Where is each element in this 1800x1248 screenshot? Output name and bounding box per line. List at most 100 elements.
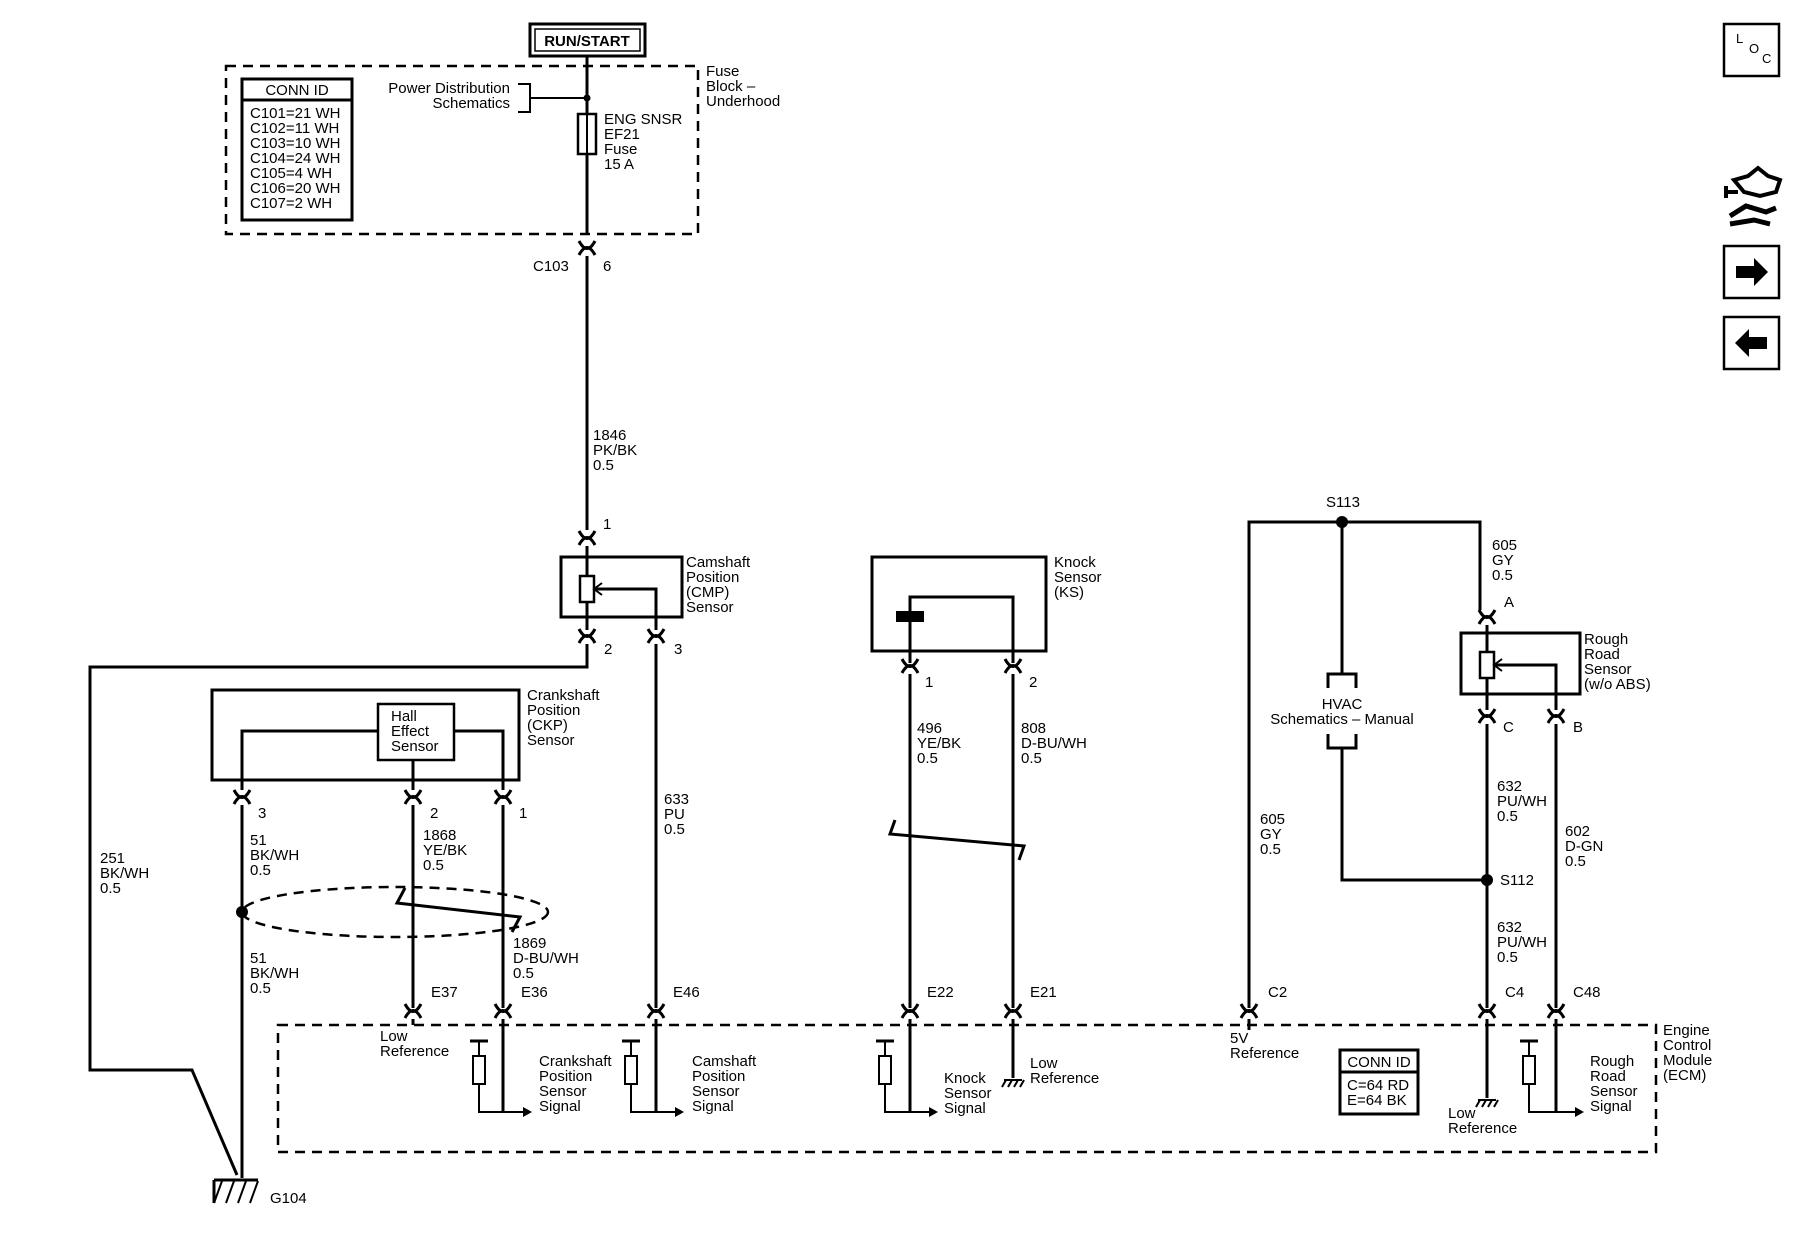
svg-text:Sensor: Sensor: [944, 1085, 992, 1102]
svg-text:E22: E22: [927, 984, 954, 1001]
svg-text:(CMP): (CMP): [686, 584, 729, 601]
svg-text:(w/o ABS): (w/o ABS): [1584, 676, 1651, 693]
svg-text:0.5: 0.5: [664, 821, 685, 838]
svg-text:Camshaft: Camshaft: [686, 554, 751, 571]
conn-id-table-ecm: CONN ID C=64 RD E=64 BK: [1338, 1048, 1420, 1116]
ground-symbol-e21: [1001, 1079, 1025, 1088]
svg-text:605: 605: [1492, 537, 1517, 554]
svg-text:C: C: [1762, 51, 1771, 66]
svg-text:C104=24 WH: C104=24 WH: [250, 150, 340, 167]
wire-label-605b: 605 GY 0.5: [1492, 537, 1517, 584]
svg-text:633: 633: [664, 791, 689, 808]
svg-text:Fuse: Fuse: [604, 141, 637, 158]
svg-text:Sensor: Sensor: [686, 599, 734, 616]
arrow-right-icon[interactable]: [1722, 244, 1781, 300]
wire-label-51a: 51 BK/WH 0.5: [250, 832, 299, 879]
svg-text:Crankshaft: Crankshaft: [539, 1053, 612, 1070]
connector-c103: C103 6: [533, 239, 611, 275]
svg-text:Low: Low: [1030, 1055, 1058, 1072]
wire-label-1846: 1846 PK/BK 0.5: [593, 427, 637, 474]
svg-text:0.5: 0.5: [513, 965, 534, 982]
svg-text:5V: 5V: [1230, 1030, 1248, 1047]
splice-s113: S113: [1326, 494, 1360, 511]
svg-text:Knock: Knock: [1054, 554, 1096, 571]
svg-text:Position: Position: [527, 702, 580, 719]
wire-label-633: 633 PU 0.5: [664, 791, 689, 838]
svg-text:Schematics – Manual: Schematics – Manual: [1270, 711, 1413, 728]
svg-text:B: B: [1573, 719, 1583, 736]
svg-text:0.5: 0.5: [917, 750, 938, 767]
svg-text:Underhood: Underhood: [706, 93, 780, 110]
svg-text:C107=2 WH: C107=2 WH: [250, 195, 332, 212]
svg-text:GY: GY: [1260, 826, 1282, 843]
svg-text:808: 808: [1021, 720, 1046, 737]
svg-text:Signal: Signal: [539, 1098, 581, 1115]
svg-text:Road: Road: [1584, 646, 1620, 663]
svg-text:Rough: Rough: [1590, 1053, 1634, 1070]
svg-text:1846: 1846: [593, 427, 626, 444]
svg-text:PU: PU: [664, 806, 685, 823]
svg-text:1868: 1868: [423, 827, 456, 844]
hvac-schematics-ref: HVAC Schematics – Manual: [1270, 672, 1420, 750]
twisted-pair-shield: [240, 885, 550, 939]
svg-text:0.5: 0.5: [1497, 949, 1518, 966]
conn-id-table-top: CONN ID C101=21 WH C102=11 WH C103=10 WH…: [240, 77, 354, 222]
svg-text:D-GN: D-GN: [1565, 838, 1603, 855]
svg-text:Low: Low: [1448, 1105, 1476, 1122]
svg-text:Knock: Knock: [944, 1070, 986, 1087]
wire-605: [1247, 520, 1482, 1008]
svg-text:0.5: 0.5: [1497, 808, 1518, 825]
wire-label-51b: 51 BK/WH 0.5: [250, 950, 299, 997]
svg-text:Sensor: Sensor: [1054, 569, 1102, 586]
svg-text:Sensor: Sensor: [692, 1083, 740, 1100]
svg-text:Rough: Rough: [1584, 631, 1628, 648]
location-button[interactable]: L O C: [1722, 22, 1781, 78]
vehicle-path-icon[interactable]: [1724, 165, 1783, 227]
svg-text:Low: Low: [380, 1028, 408, 1045]
svg-text:3: 3: [674, 641, 682, 658]
svg-text:0.5: 0.5: [100, 880, 121, 897]
svg-text:632: 632: [1497, 778, 1522, 795]
svg-text:BK/WH: BK/WH: [250, 847, 299, 864]
svg-text:51: 51: [250, 832, 267, 849]
svg-text:2: 2: [604, 641, 612, 658]
svg-text:251: 251: [100, 850, 125, 867]
wire-label-605a: 605 GY 0.5: [1260, 811, 1285, 858]
svg-text:2: 2: [430, 805, 438, 822]
splice-s112: S112: [1500, 872, 1534, 889]
svg-text:0.5: 0.5: [1021, 750, 1042, 767]
svg-text:E37: E37: [431, 984, 458, 1001]
svg-text:602: 602: [1565, 823, 1590, 840]
svg-text:L: L: [1736, 31, 1743, 46]
svg-text:BK/WH: BK/WH: [250, 965, 299, 982]
svg-text:E36: E36: [521, 984, 548, 1001]
power-distribution-ref: Power Distribution Schematics: [388, 80, 591, 113]
svg-text:Schematics: Schematics: [432, 95, 510, 112]
rough-road-sensor: A Rough Road Sensor (w/o ABS) C B: [1459, 594, 1651, 736]
svg-text:0.5: 0.5: [1260, 841, 1281, 858]
svg-text:G104: G104: [270, 1190, 307, 1207]
svg-text:Effect: Effect: [391, 723, 430, 740]
svg-text:Position: Position: [539, 1068, 592, 1085]
twist-mark-knock: [887, 819, 1027, 861]
ks-signal-circuit: [876, 1039, 938, 1117]
svg-text:E=64 BK: E=64 BK: [1347, 1092, 1407, 1109]
svg-text:(KS): (KS): [1054, 584, 1084, 601]
wire-label-496: 496 YE/BK 0.5: [917, 720, 961, 767]
svg-text:C103=10 WH: C103=10 WH: [250, 135, 340, 152]
svg-text:C106=20 WH: C106=20 WH: [250, 180, 340, 197]
svg-text:Crankshaft: Crankshaft: [527, 687, 600, 704]
svg-text:496: 496: [917, 720, 942, 737]
svg-text:Reference: Reference: [1030, 1070, 1099, 1087]
arrow-left-icon[interactable]: [1722, 315, 1781, 371]
svg-text:1: 1: [925, 674, 933, 691]
svg-text:0.5: 0.5: [250, 862, 271, 879]
svg-text:CONN ID: CONN ID: [265, 82, 329, 99]
rrs-signal-circuit: [1520, 1039, 1584, 1117]
svg-text:C=64 RD: C=64 RD: [1347, 1077, 1409, 1094]
wire-label-808: 808 D-BU/WH 0.5: [1021, 720, 1087, 767]
wire-label-1868: 1868 YE/BK 0.5: [423, 827, 467, 874]
svg-text:YE/BK: YE/BK: [917, 735, 961, 752]
ckp-sensor: Hall Effect Sensor Crankshaft Position (…: [210, 687, 600, 822]
svg-text:Signal: Signal: [944, 1100, 986, 1117]
